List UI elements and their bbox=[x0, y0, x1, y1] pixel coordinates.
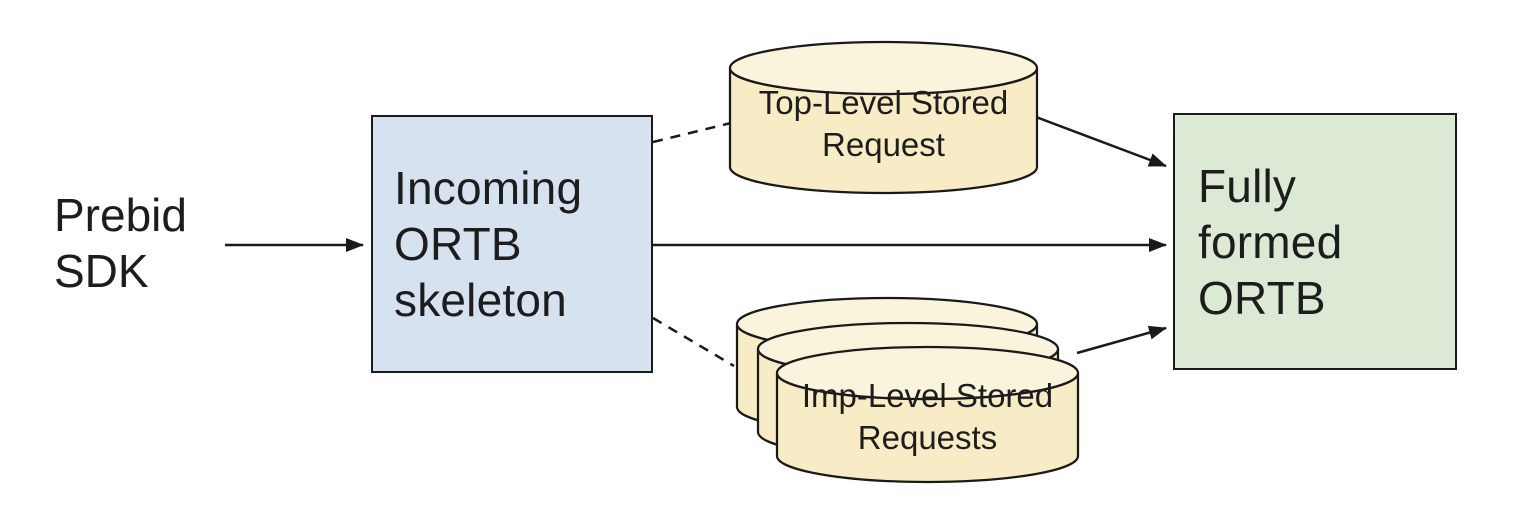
edge-imp-stored-to-fully-arrow bbox=[1076, 325, 1167, 355]
node-prebid-sdk: Prebid SDK bbox=[54, 187, 187, 299]
node-label-line: Request bbox=[822, 126, 945, 163]
node-label-line: Fully bbox=[1198, 159, 1297, 212]
node-label-line: Top-Level Stored bbox=[758, 84, 1009, 121]
node-label-line: Imp-Level Stored bbox=[801, 377, 1054, 414]
node-top-level-stored-request-label: Top-Level Stored Request bbox=[730, 82, 1037, 166]
node-label-line: SDK bbox=[54, 245, 149, 297]
node-label-line: Prebid bbox=[54, 189, 187, 241]
edge-incoming-to-top-stored-dashed bbox=[652, 121, 732, 144]
top-stored-request-cylinder bbox=[728, 40, 1039, 195]
node-label-line: formed bbox=[1198, 215, 1343, 268]
edge-incoming-to-imp-stored-dashed bbox=[652, 316, 735, 368]
node-label-line: ORTB bbox=[1198, 271, 1326, 324]
node-incoming-ortb-skeleton: Incoming ORTB skeleton bbox=[371, 115, 653, 373]
node-label-line: ORTB bbox=[394, 218, 522, 270]
imp-stored-requests-cylinder-stack bbox=[735, 296, 1080, 484]
node-label-line: Incoming bbox=[394, 162, 583, 214]
node-imp-level-stored-requests-label: Imp-Level Stored Requests bbox=[777, 375, 1078, 459]
cylinder-top bbox=[728, 40, 1039, 96]
node-label-line: Requests bbox=[857, 419, 998, 456]
cylinder-top-front bbox=[775, 345, 1080, 401]
edge-top-stored-to-fully-arrow bbox=[1035, 115, 1167, 168]
node-fully-formed-ortb: Fully formed ORTB bbox=[1173, 113, 1457, 370]
node-label-line: skeleton bbox=[394, 274, 567, 326]
